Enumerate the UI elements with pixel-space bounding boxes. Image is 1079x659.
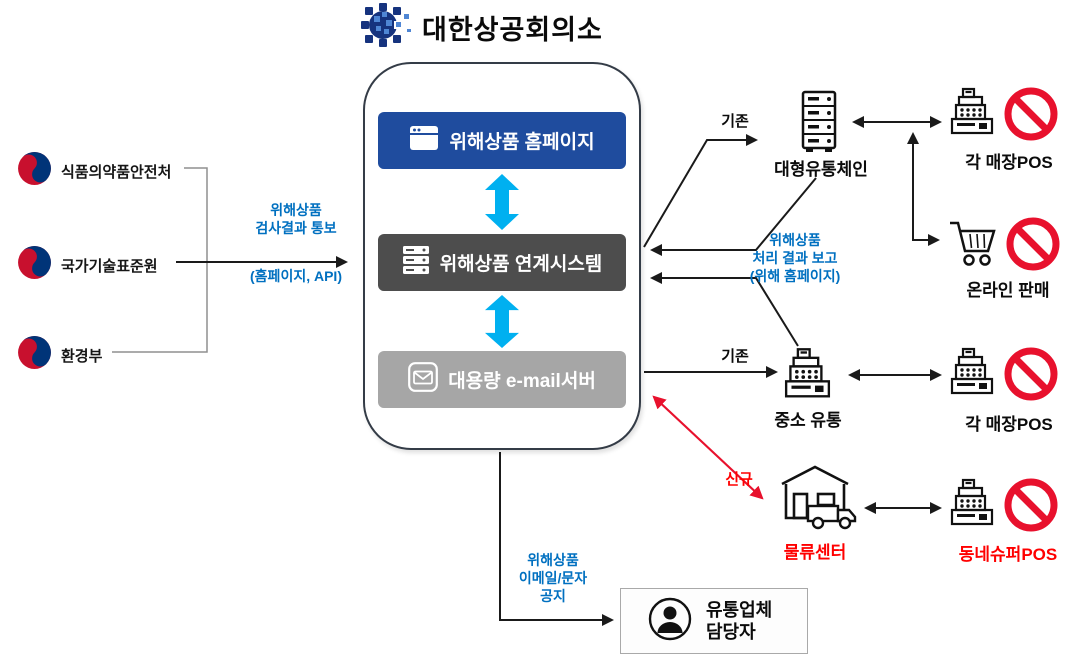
source-bracket-line (112, 167, 208, 353)
manager-line2: 담당자 (706, 622, 756, 642)
cash-register-icon (950, 478, 994, 532)
homepage-label: 위해상품 홈페이지 (449, 132, 595, 153)
report-arrow-lower (650, 272, 799, 347)
gear-logo-icon (360, 2, 412, 53)
report-annotation: 위해상품 처리 결과 보고 (위해 홈페이지) (733, 231, 857, 285)
agency-label: 환경부 (61, 347, 103, 365)
notice-line1: 위해상품 (527, 552, 579, 568)
mail-icon (408, 361, 439, 398)
cash-register-icon (950, 347, 994, 401)
super-pos-node (950, 477, 1059, 533)
notice-line3: 공지 (540, 588, 566, 604)
email-server-box: 대용량 e-mail서버 (378, 351, 626, 408)
manager-label: 유통업체 담당자 (706, 599, 772, 643)
prohibition-icon (1005, 216, 1061, 272)
linkage-box: 위해상품 연계시스템 (378, 234, 626, 291)
email-label: 대용량 e-mail서버 (448, 371, 596, 392)
store-pos-top-node (950, 86, 1059, 142)
store-pos-mid-node (950, 346, 1059, 402)
existing-top-label: 기존 (721, 113, 749, 130)
cash-register-icon (784, 347, 831, 405)
taegeuk-icon (16, 334, 53, 376)
notice-connector (499, 452, 614, 626)
cart-icon (948, 217, 996, 271)
new-label: 신규 (725, 471, 753, 488)
flow-arrow-bottom (485, 295, 519, 348)
agency-tech-standards: 국가기술표준원 (16, 244, 158, 286)
page-title: 대한상공회의소 (422, 15, 603, 45)
brand-header: 대한상공회의소 (360, 2, 603, 53)
notify-annotation: 위해상품 검사결과 통보 (236, 201, 356, 237)
prohibition-icon (1003, 346, 1059, 402)
notify-line3: (홈페이지, API) (250, 268, 342, 284)
new-red-arrow (652, 395, 764, 500)
notify-annotation-sub: (홈페이지, API) (228, 267, 364, 285)
warehouse-truck-icon (770, 460, 860, 540)
server-icon (402, 245, 430, 281)
online-sales-node (948, 216, 1061, 272)
cash-register-icon (950, 87, 994, 141)
manager-box: 유통업체 담당자 (620, 588, 808, 654)
report-line3: (위해 홈페이지) (749, 268, 841, 284)
homepage-box: 위해상품 홈페이지 (378, 112, 626, 169)
notify-line1: 위해상품 (270, 202, 322, 218)
agency-food-drug-safety: 식품의약품안전처 (16, 150, 171, 192)
linkage-label: 위해상품 연계시스템 (439, 254, 603, 275)
existing-top-connector (643, 134, 758, 248)
browser-icon (409, 125, 439, 157)
large-chain-label: 대형유통체인 (774, 160, 868, 179)
existing-mid-label: 기존 (721, 348, 749, 365)
report-line1: 위해상품 (769, 232, 821, 248)
agency-label: 식품의약품안전처 (61, 163, 172, 181)
report-line2: 처리 결과 보고 (752, 250, 838, 266)
notice-line2: 이메일/문자 (518, 570, 588, 586)
manager-line1: 유통업체 (706, 600, 773, 620)
flow-arrow-top (485, 174, 519, 230)
logistics-label: 물류센터 (783, 543, 847, 562)
prohibition-icon (1003, 86, 1059, 142)
prohibition-icon (1003, 477, 1059, 533)
super-pos-label: 동네슈퍼POS (958, 545, 1058, 564)
taegeuk-icon (16, 244, 53, 286)
notice-annotation: 위해상품 이메일/문자 공지 (505, 551, 601, 605)
store-pos-mid-label: 각 매장POS (965, 415, 1053, 434)
notify-line2: 검사결과 통보 (255, 220, 337, 236)
agency-environment: 환경부 (16, 334, 102, 376)
pos-online-connector (907, 132, 940, 246)
taegeuk-icon (16, 150, 53, 192)
agency-label: 국가기술표준원 (61, 257, 158, 275)
online-sales-label: 온라인 판매 (966, 281, 1050, 300)
person-icon (647, 596, 693, 647)
report-arrow-upper (650, 177, 817, 256)
store-pos-top-label: 각 매장POS (965, 153, 1053, 172)
server-rack-icon (795, 90, 843, 154)
small-retail-label: 중소 유통 (774, 411, 842, 430)
